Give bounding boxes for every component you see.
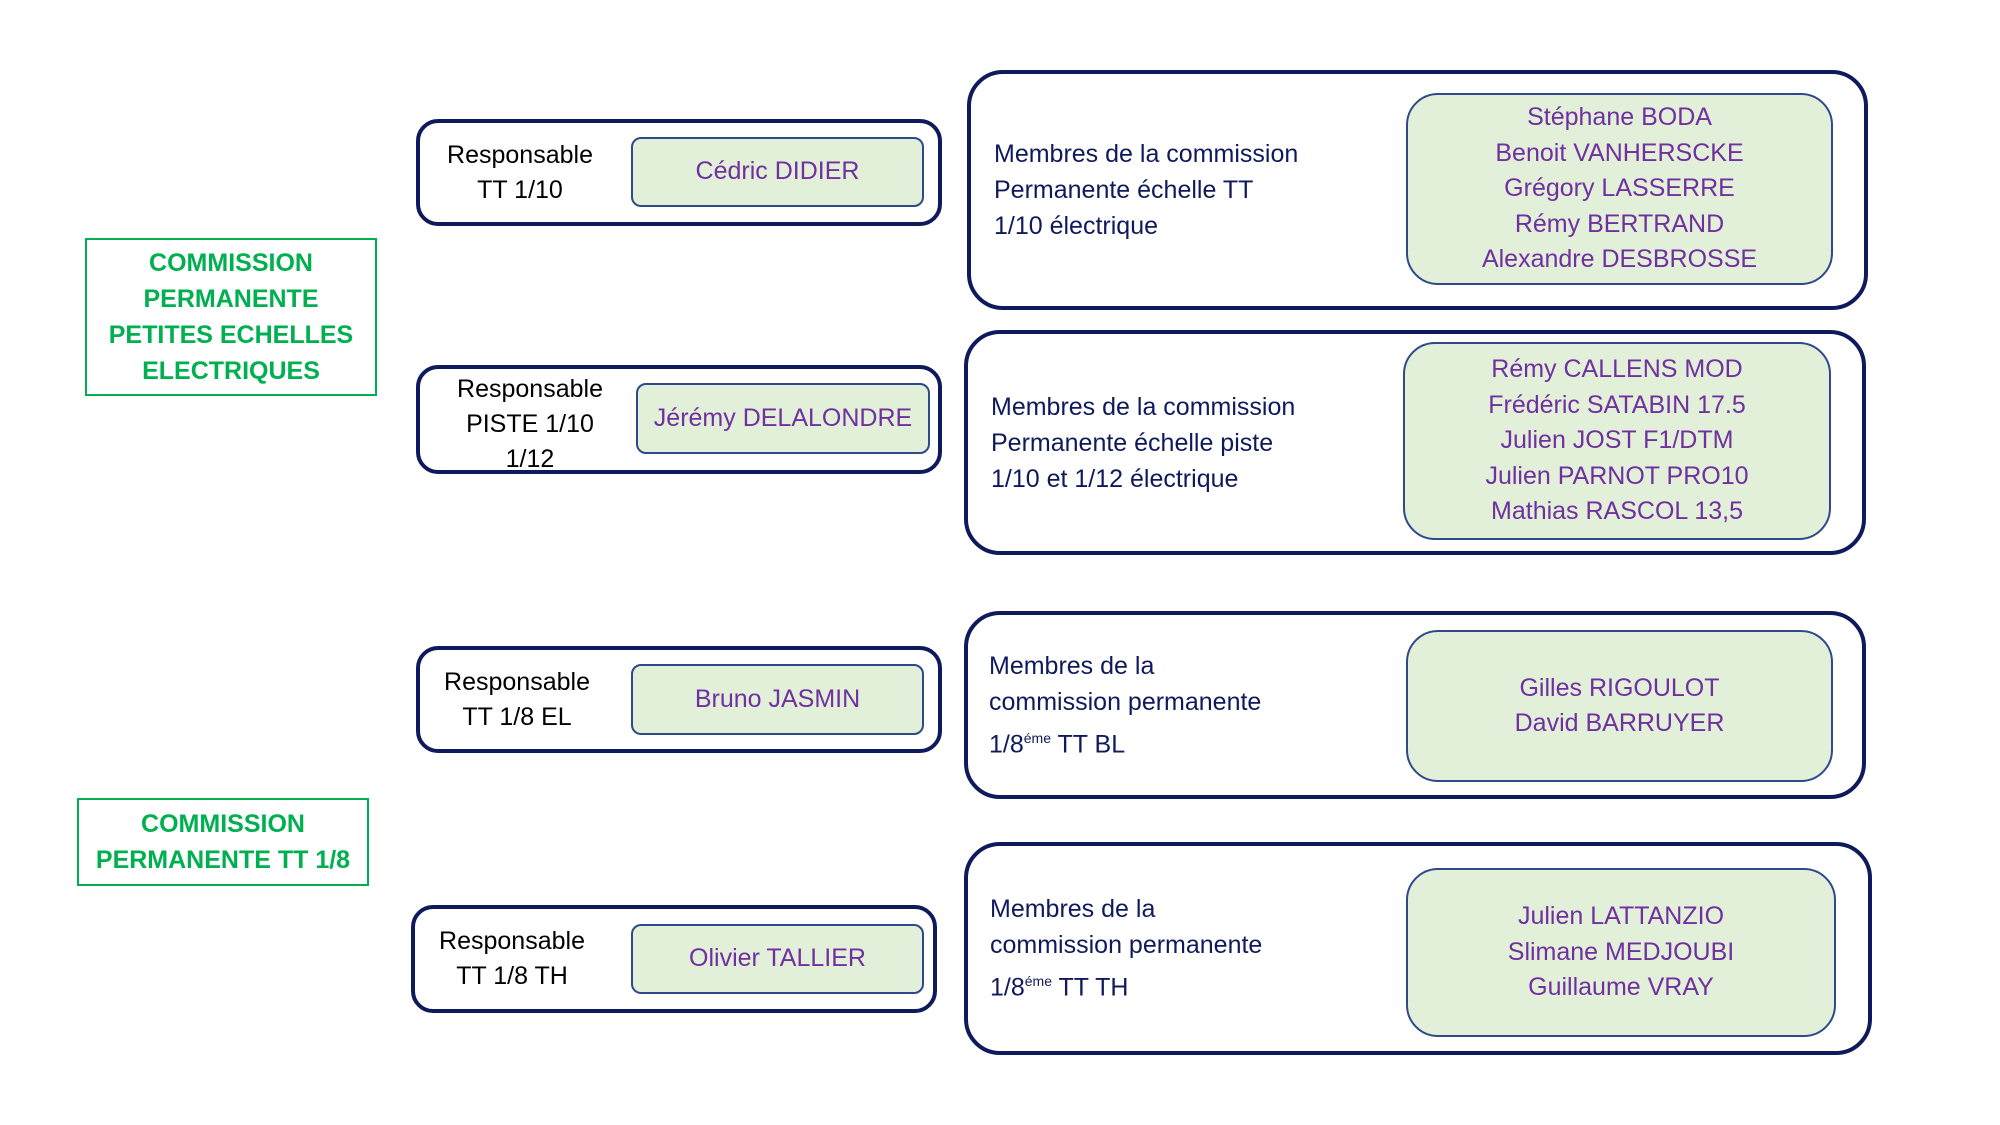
member-name: Rémy CALLENS MOD [1491,355,1743,384]
members-names-box: Stéphane BODA Benoit VANHERSCKE Grégory … [1406,93,1833,285]
responsable-name-box: Olivier TALLIER [631,924,924,994]
label-sup: éme [1023,729,1051,746]
member-name: David BARRUYER [1514,709,1725,737]
label-line: TT 1/8 TH [456,962,568,990]
label-line: 1/10 électrique [994,212,1159,240]
member-name: Julien PARNOT PRO10 [1485,461,1749,490]
label-line: Permanente échelle TT [994,176,1254,204]
label-line: Responsable [457,374,603,403]
members-label: Membres de la commission Permanente éche… [994,70,1374,310]
responsable-name: Bruno JASMIN [694,684,861,713]
label-line: 1/8éme TT TH [990,963,1370,1005]
member-name: Gilles RIGOULOT [1519,673,1720,702]
members-names-box: Gilles RIGOULOT David BARRUYER [1406,630,1833,782]
label-line: Membres de la commission [991,392,1296,421]
commission-title-line: COMMISSION [149,249,313,277]
label-suffix: TT BL [1051,730,1126,759]
members-names-box: Julien LATTANZIO Slimane MEDJOUBI Guilla… [1406,868,1836,1037]
responsable-label: Responsable TT 1/10 [430,119,610,226]
commission-title-line: COMMISSION [141,810,305,838]
label-line: 1/12 [505,444,555,473]
member-name: Grégory LASSERRE [1504,174,1735,203]
commission-petites-echelles: COMMISSION PERMANENTE PETITES ECHELLES E… [85,238,377,396]
label-line: Responsable [447,140,593,169]
commission-title-line: PERMANENTE TT 1/8 [95,846,351,874]
label-line: 1/10 et 1/12 électrique [991,464,1239,493]
label-line: Responsable [444,667,590,696]
responsable-label: Responsable TT 1/8 EL [427,646,607,753]
member-name: Julien LATTANZIO [1517,902,1725,931]
members-names-box: Rémy CALLENS MOD Frédéric SATABIN 17.5 J… [1403,342,1831,540]
responsable-label: Responsable PISTE 1/10 1/12 [440,368,620,480]
responsable-name-box: Bruno JASMIN [631,664,924,735]
commission-tt-1-8: COMMISSION PERMANENTE TT 1/8 [77,798,369,886]
label-line: Membres de la commission [994,140,1299,168]
label-line: commission permanente [989,687,1262,716]
label-line: commission permanente [990,931,1263,960]
responsable-name: Olivier TALLIER [689,944,866,973]
commission-title-line: ELECTRIQUES [142,357,320,385]
member-name: Stéphane BODA [1527,103,1712,132]
member-name: Mathias RASCOL 13,5 [1491,497,1743,526]
label-sup: éme [1024,973,1052,990]
commission-title-line: PERMANENTE [143,285,319,313]
responsable-name: Jérémy DELALONDRE [653,403,913,432]
commission-title-line: PETITES ECHELLES [108,321,354,349]
responsable-name-box: Jérémy DELALONDRE [636,383,930,454]
responsable-name: Cédric DIDIER [695,157,860,186]
label-suffix: TT TH [1052,973,1129,1002]
label-line: 1/8éme TT BL [989,720,1369,762]
label-line: PISTE 1/10 [466,409,594,438]
label-line: TT 1/10 [477,175,563,204]
label-line: Membres de la [990,895,1156,924]
label-line: TT 1/8 EL [462,702,572,731]
label-line: Responsable [439,927,585,955]
member-name: Frédéric SATABIN 17.5 [1488,390,1746,419]
members-label: Membres de la commission Permanente éche… [991,330,1371,555]
members-label: Membres de la commission permanente 1/8é… [990,842,1370,1055]
label-line: Permanente échelle piste [991,428,1274,457]
label-prefix: 1/8 [989,730,1024,759]
member-name: Rémy BERTRAND [1514,209,1725,238]
member-name: Slimane MEDJOUBI [1507,937,1735,966]
label-line: Membres de la [989,651,1155,680]
member-name: Guillaume VRAY [1528,973,1714,1002]
responsable-label: Responsable TT 1/8 TH [422,905,602,1013]
member-name: Alexandre DESBROSSE [1481,245,1758,274]
member-name: Benoit VANHERSCKE [1495,138,1744,167]
label-prefix: 1/8 [990,973,1025,1002]
member-name: Julien JOST F1/DTM [1500,426,1734,455]
members-label: Membres de la commission permanente 1/8é… [989,611,1369,799]
responsable-name-box: Cédric DIDIER [631,137,924,207]
